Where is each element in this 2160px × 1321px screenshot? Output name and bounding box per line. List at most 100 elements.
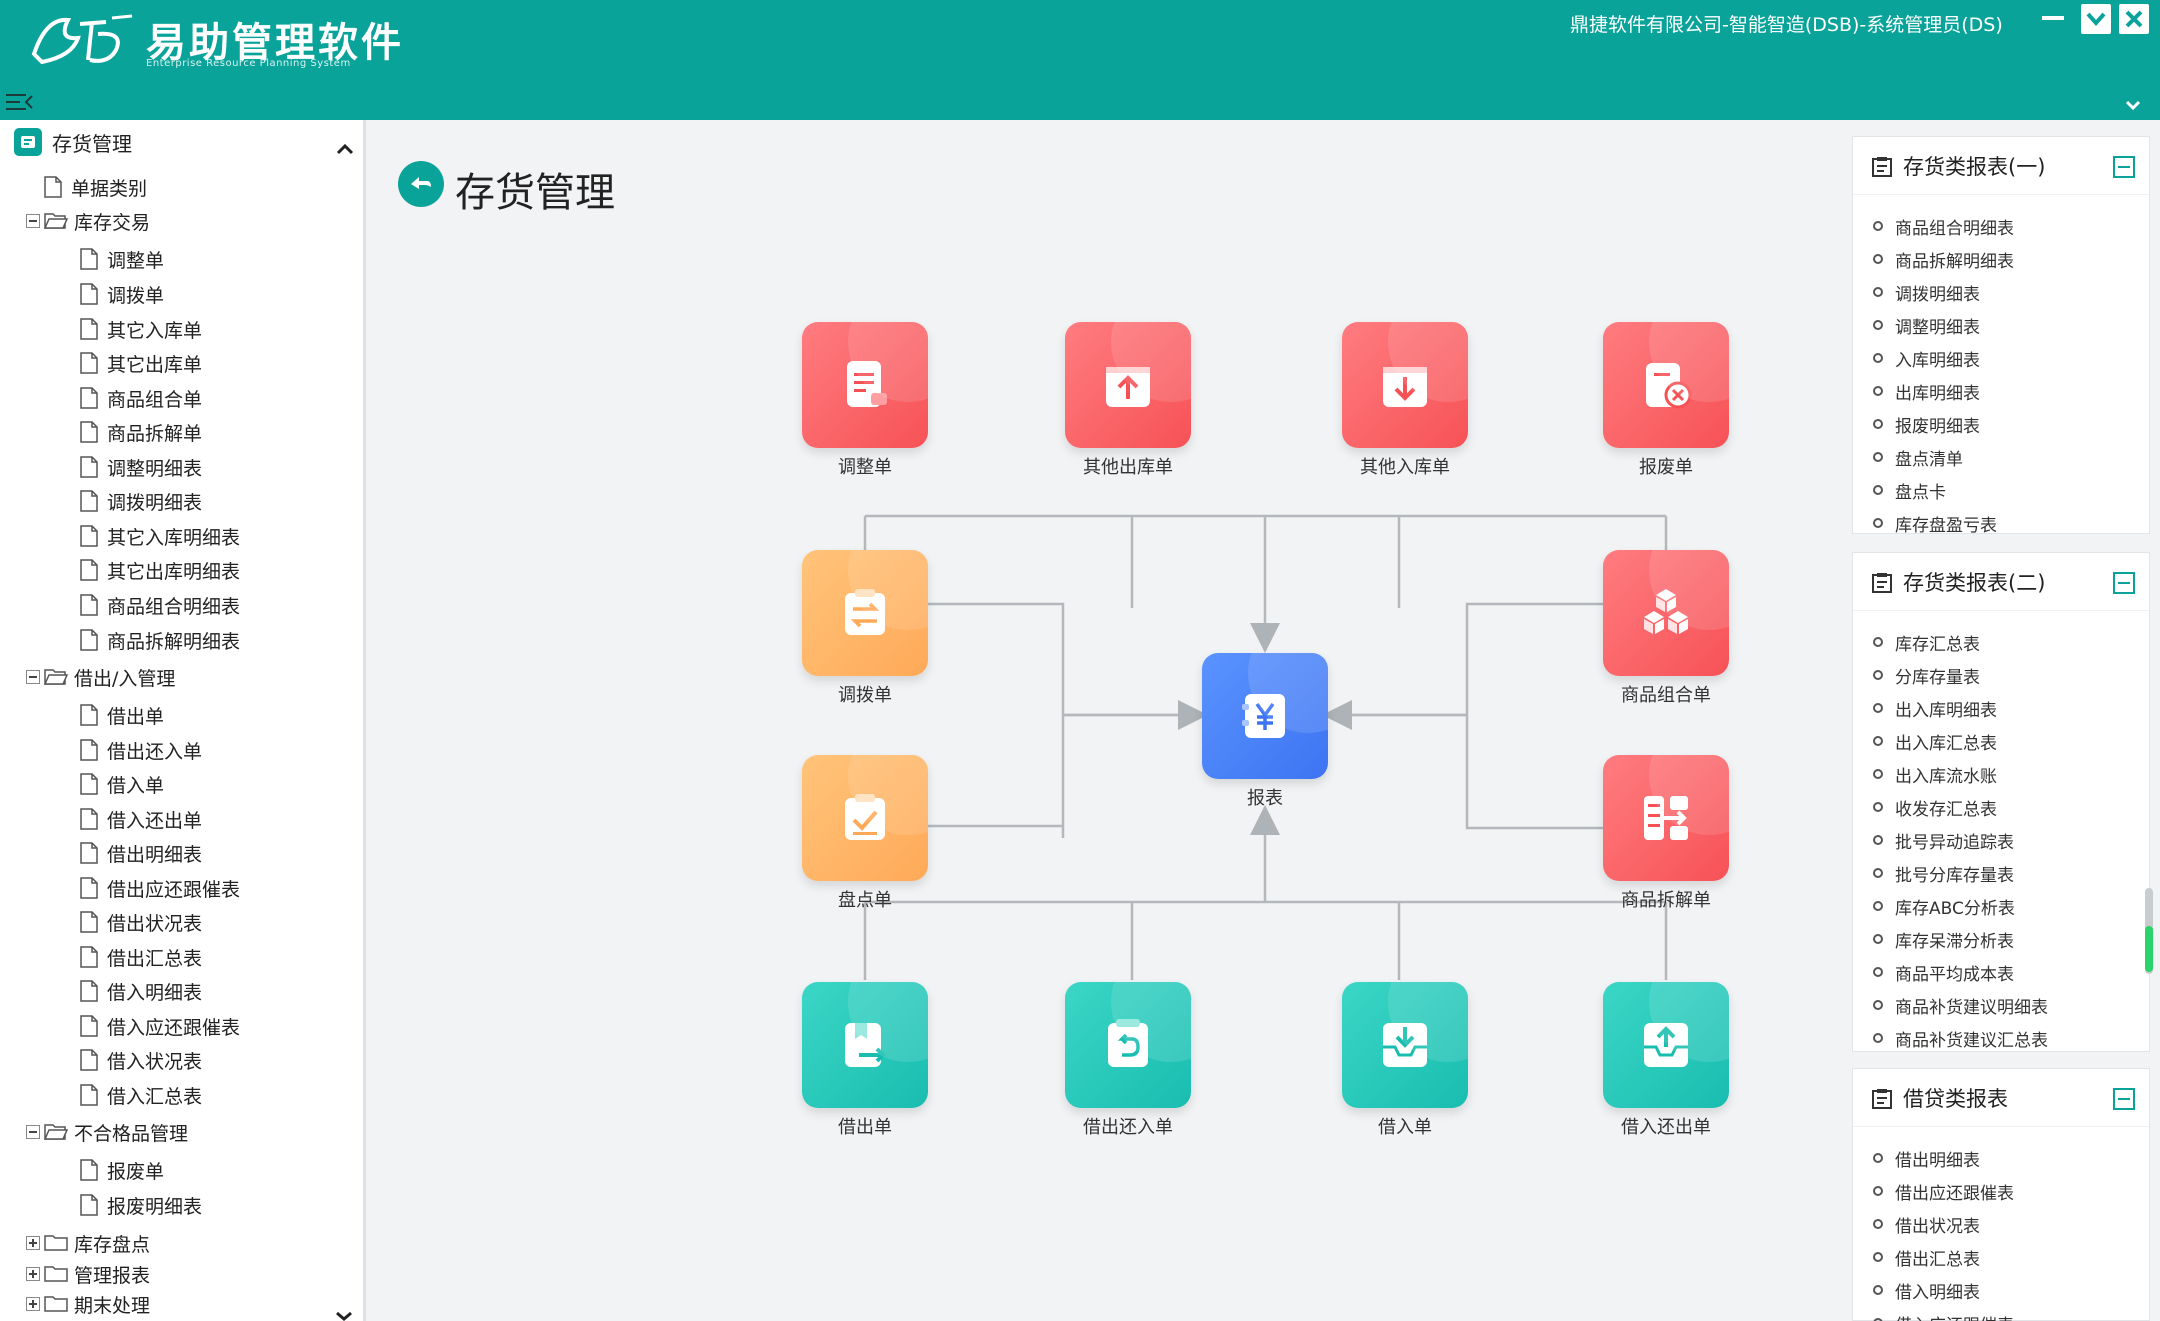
- tree-item[interactable]: 调整单: [80, 244, 164, 274]
- other-out-tile[interactable]: [1065, 322, 1191, 448]
- collapse-toggle-icon[interactable]: [26, 214, 40, 228]
- report-link[interactable]: 出入库明细表: [1873, 695, 1997, 721]
- tree-item[interactable]: 借入单: [80, 769, 164, 799]
- report-link[interactable]: 商品拆解明细表: [1873, 246, 2014, 272]
- tree-item[interactable]: 商品拆解明细表: [80, 625, 240, 655]
- expand-toggle-icon[interactable]: [26, 1236, 40, 1250]
- tree-group-lend-borrow[interactable]: 借出/入管理: [26, 662, 175, 692]
- tree-item[interactable]: 报废明细表: [80, 1190, 202, 1220]
- collapse-card-icon[interactable]: [2113, 1088, 2135, 1110]
- tree-item[interactable]: 商品组合明细表: [80, 590, 240, 620]
- report-link[interactable]: 批号异动追踪表: [1873, 827, 2014, 853]
- tree-group-period-end[interactable]: 期末处理: [26, 1289, 150, 1319]
- bullet-icon: [1873, 419, 1883, 429]
- tree-item[interactable]: 借入明细表: [80, 976, 202, 1006]
- tree-item[interactable]: 商品组合单: [80, 383, 202, 413]
- tree-item[interactable]: 调拨单: [80, 279, 164, 309]
- tree-item[interactable]: 报废单: [80, 1155, 164, 1185]
- lend-out-tile[interactable]: [802, 982, 928, 1108]
- borrow-in-tile[interactable]: [1342, 982, 1468, 1108]
- tree-item[interactable]: 借出明细表: [80, 838, 202, 868]
- collapse-toggle-icon[interactable]: [26, 670, 40, 684]
- report-link[interactable]: 出入库汇总表: [1873, 728, 1997, 754]
- tree-item[interactable]: 调拨明细表: [80, 486, 202, 516]
- report-link[interactable]: 库存汇总表: [1873, 629, 1980, 655]
- back-icon[interactable]: [397, 160, 445, 208]
- other-in-tile[interactable]: [1342, 322, 1468, 448]
- tree-root-inventory[interactable]: 存货管理: [14, 124, 132, 160]
- report-link[interactable]: 入库明细表: [1873, 345, 1980, 371]
- tree-item[interactable]: 调整明细表: [80, 452, 202, 482]
- tree-item[interactable]: 借入状况表: [80, 1045, 202, 1075]
- header-collapse-icon[interactable]: [2124, 98, 2142, 112]
- report-link[interactable]: 商品补货建议汇总表: [1873, 1025, 2048, 1051]
- split-tile[interactable]: [1603, 755, 1729, 881]
- combine-tile[interactable]: [1603, 550, 1729, 676]
- report-link[interactable]: 批号分库存量表: [1873, 860, 2014, 886]
- tree-item[interactable]: 借出单: [80, 700, 164, 730]
- report-link[interactable]: 借出应还跟催表: [1873, 1178, 2014, 1204]
- tree-item[interactable]: 借出还入单: [80, 735, 202, 765]
- tree-group-stock-count[interactable]: 库存盘点: [26, 1228, 150, 1258]
- chevron-down-icon[interactable]: [334, 1310, 354, 1321]
- right-scrollbar[interactable]: [2145, 888, 2153, 974]
- report-link[interactable]: 盘点卡: [1873, 477, 1946, 503]
- collapse-toggle-icon[interactable]: [26, 1125, 40, 1139]
- report-link[interactable]: 盘点清单: [1873, 444, 1963, 470]
- transfer-tile[interactable]: [802, 550, 928, 676]
- tree-item[interactable]: 商品拆解单: [80, 417, 202, 447]
- adjust-tile[interactable]: [802, 322, 928, 448]
- document-icon: [80, 283, 98, 305]
- report-link[interactable]: 分库存量表: [1873, 662, 1980, 688]
- scrap-tile[interactable]: [1603, 322, 1729, 448]
- minimize-icon[interactable]: [2038, 4, 2068, 34]
- chevron-up-icon[interactable]: [334, 142, 356, 156]
- tree-item-label: 单据类别: [71, 177, 148, 200]
- report-link[interactable]: 借入明细表: [1873, 1277, 1980, 1303]
- tree-item-label: 借入明细表: [107, 981, 203, 1004]
- borrow-return-tile[interactable]: [1603, 982, 1729, 1108]
- tree-item[interactable]: 借出状况表: [80, 907, 202, 937]
- menu-toggle-icon[interactable]: [6, 92, 34, 112]
- tree-item[interactable]: 借入汇总表: [80, 1080, 202, 1110]
- report-link[interactable]: 库存ABC分析表: [1873, 893, 2015, 919]
- expand-toggle-icon[interactable]: [26, 1267, 40, 1281]
- report-link[interactable]: 报废明细表: [1873, 411, 1980, 437]
- chevron-down-icon[interactable]: [2081, 4, 2111, 34]
- report-label: 报表: [1247, 788, 1283, 809]
- report-link[interactable]: 借出汇总表: [1873, 1244, 1980, 1270]
- tree-item[interactable]: 其它入库明细表: [80, 521, 240, 551]
- tree-group-mgmt-reports[interactable]: 管理报表: [26, 1259, 150, 1289]
- tree-item[interactable]: 其它入库单: [80, 314, 202, 344]
- report-link[interactable]: 借出明细表: [1873, 1145, 1980, 1171]
- tree-item[interactable]: 其它出库单: [80, 348, 202, 378]
- report-link[interactable]: 库存呆滞分析表: [1873, 926, 2014, 952]
- tree-group-defect[interactable]: 不合格品管理: [26, 1117, 188, 1147]
- lend-return-tile[interactable]: [1065, 982, 1191, 1108]
- report-link[interactable]: 调整明细表: [1873, 312, 1980, 338]
- report-link[interactable]: 借出状况表: [1873, 1211, 1980, 1237]
- tree-item[interactable]: 借入还出单: [80, 804, 202, 834]
- tree-item[interactable]: 借入应还跟催表: [80, 1011, 240, 1041]
- adjust-doc-icon: [847, 361, 887, 407]
- report-link[interactable]: 出库明细表: [1873, 378, 1980, 404]
- close-icon[interactable]: [2119, 4, 2149, 34]
- tree-item-doc-type[interactable]: 单据类别: [44, 172, 147, 202]
- count-tile[interactable]: [802, 755, 928, 881]
- report-link[interactable]: 商品组合明细表: [1873, 213, 2014, 239]
- tree-item[interactable]: 借出应还跟催表: [80, 873, 240, 903]
- collapse-card-icon[interactable]: [2113, 156, 2135, 178]
- report-tile[interactable]: [1202, 653, 1328, 779]
- collapse-card-icon[interactable]: [2113, 572, 2135, 594]
- report-link[interactable]: 借入应还跟催表: [1873, 1310, 2014, 1321]
- expand-toggle-icon[interactable]: [26, 1297, 40, 1311]
- report-link[interactable]: 商品平均成本表: [1873, 959, 2014, 985]
- tree-item[interactable]: 借出汇总表: [80, 942, 202, 972]
- report-link[interactable]: 商品补货建议明细表: [1873, 992, 2048, 1018]
- report-link[interactable]: 库存盘盈亏表: [1873, 510, 1997, 536]
- tree-group-stock-trade[interactable]: 库存交易: [26, 206, 150, 236]
- report-link[interactable]: 出入库流水账: [1873, 761, 1997, 787]
- report-link[interactable]: 收发存汇总表: [1873, 794, 1997, 820]
- tree-item[interactable]: 其它出库明细表: [80, 555, 240, 585]
- report-link[interactable]: 调拨明细表: [1873, 279, 1980, 305]
